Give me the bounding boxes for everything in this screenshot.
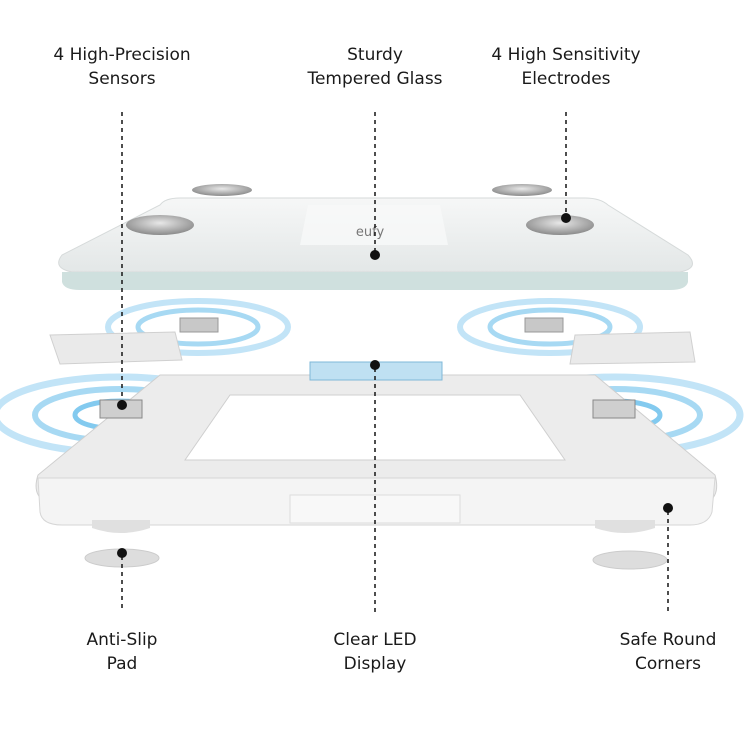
label-sensors: 4 High-Precision Sensors bbox=[12, 43, 232, 91]
label-line: 4 High Sensitivity bbox=[491, 45, 641, 65]
label-line: Safe Round bbox=[619, 630, 717, 650]
label-line: Electrodes bbox=[521, 69, 611, 89]
electrode-top-left bbox=[192, 184, 252, 196]
label-line: Corners bbox=[634, 654, 702, 674]
eufy-logo: eufy bbox=[356, 225, 385, 240]
label-line: Sensors bbox=[88, 69, 156, 89]
label-line: Pad bbox=[106, 654, 138, 674]
label-line: Tempered Glass bbox=[307, 69, 443, 89]
foot-right bbox=[595, 520, 655, 533]
sensor-bottom-right bbox=[592, 399, 636, 419]
label-line: 4 High-Precision bbox=[53, 45, 191, 65]
label-line: Sturdy bbox=[347, 45, 403, 65]
label-pad: Anti-Slip Pad bbox=[12, 628, 232, 676]
anti-slip-pad-right bbox=[592, 550, 668, 570]
callout-dots bbox=[117, 213, 673, 558]
corner-cover-left bbox=[49, 331, 183, 365]
scale-base-frame bbox=[35, 374, 718, 526]
foot-left bbox=[92, 520, 150, 533]
label-line: Anti-Slip bbox=[86, 630, 158, 650]
label-electrodes: 4 High Sensitivity Electrodes bbox=[456, 43, 676, 91]
label-line: Display bbox=[343, 654, 407, 674]
sensor-top-right bbox=[524, 317, 564, 333]
sensor-top-left bbox=[179, 317, 219, 333]
electrode-top-right bbox=[492, 184, 552, 196]
label-corners: Safe Round Corners bbox=[558, 628, 750, 676]
label-display: Clear LED Display bbox=[265, 628, 485, 676]
label-glass: Sturdy Tempered Glass bbox=[265, 43, 485, 91]
label-line: Clear LED bbox=[333, 630, 417, 650]
corner-cover-right bbox=[569, 331, 696, 365]
callout-lines bbox=[121, 112, 669, 612]
